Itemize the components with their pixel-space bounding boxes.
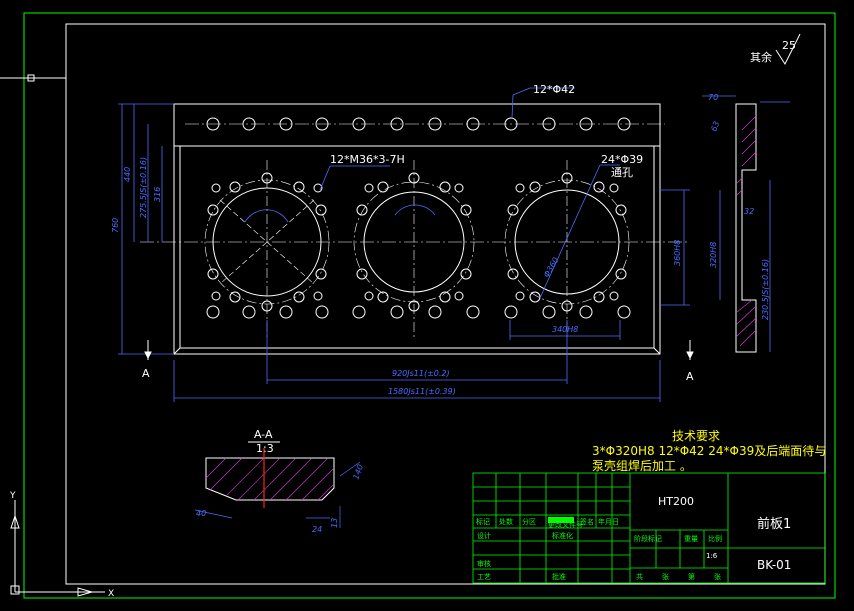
plate-outline [173, 103, 661, 355]
holes-top-callout: 12*Φ42 [533, 83, 575, 96]
tb-bottom-2: 第 [688, 572, 695, 581]
front-plate-view [140, 103, 690, 355]
holes-side-callout: 24*Φ39 [601, 153, 643, 166]
bore-left [204, 160, 330, 340]
section-dim-40: 40 [196, 509, 206, 518]
tb-left-1: 审核 [477, 559, 491, 568]
plate-inner-rim [179, 145, 655, 349]
dim-360: 360H8 [673, 240, 682, 266]
section-dim-13: 13 [330, 518, 339, 528]
svg-text:X: X [108, 589, 114, 599]
tb-mid-1: 批准 [552, 572, 566, 581]
title-block-marker [548, 517, 574, 523]
surface-finish-symbol: 其余 25 [750, 33, 801, 66]
section-title: A-A [254, 428, 273, 441]
dim-275: 275.5JS(±0.16) [139, 157, 148, 218]
main-dimensions [118, 87, 690, 402]
title-block [472, 472, 826, 584]
dim-760: 760 [111, 218, 120, 233]
section-mark-left: A [142, 367, 150, 380]
tb-drawing-no: BK-01 [757, 558, 791, 572]
dim-440: 440 [123, 167, 132, 182]
tb-bottom-1: 张 [662, 572, 669, 581]
ucs-icon: Y X [9, 491, 114, 599]
section-markers [144, 340, 694, 360]
tb-bottom-3: 张 [714, 572, 721, 581]
threads-callout: 12*M36*3-7H [330, 153, 405, 166]
tb-mid-0: 标准化 [552, 531, 573, 540]
tech-title: 技术要求 [672, 429, 720, 443]
tb-scale: 1:6 [706, 552, 718, 560]
inner-frame [65, 23, 826, 585]
bore-right [504, 160, 630, 340]
surface-finish-label: 其余 [750, 50, 772, 64]
dim-316: 316 [153, 187, 162, 202]
bore-center [353, 160, 475, 340]
callout-labels: 12*Φ42 12*M36*3-7H 24*Φ39 通孔 [330, 83, 643, 179]
dim-side-32: 32 [744, 207, 754, 216]
tb-row-label-0: 标记 [476, 517, 490, 526]
tb-bottom-0: 共 [636, 572, 643, 581]
tb-part-name: 前板1 [757, 516, 791, 532]
section-mark-right: A [686, 370, 694, 383]
top-hole-row [206, 117, 631, 131]
tb-row-label-1: 处数 [499, 517, 513, 526]
tb-stage-0: 阶段标记 [634, 534, 662, 543]
tb-row-label-3: 更改文件号 [548, 520, 583, 529]
tb-row-label-2: 分区 [522, 517, 536, 526]
dim-side-320: 320H8 [709, 242, 718, 268]
technical-requirements: 技术要求 3*Φ320H8 12*Φ42 24*Φ39及后端面待与 泵壳组焊后加… [592, 429, 826, 473]
dim-1580: 1580Js11(±0.39) [388, 387, 456, 396]
tb-material: HT200 [658, 495, 694, 508]
title-block-text: 标记 处数 分区 更改文件号 签名 年月日 设计 审核 工艺 标准化 批准 阶段… [476, 495, 791, 581]
dim-side-230: 230.5JS(±0.16) [761, 259, 770, 320]
tech-line-2: 泵壳组焊后加工 。 [592, 458, 692, 473]
tb-row-label-4: 签名 [580, 517, 594, 526]
tech-line-1: 3*Φ320H8 12*Φ42 24*Φ39及后端面待与 [592, 444, 826, 458]
bottom-hole-row [206, 305, 631, 319]
side-view: 320H8 230.5JS(±0.16) 70 63 32 [702, 93, 790, 353]
tb-row-label-5: 年月日 [598, 517, 619, 526]
dim-side-70: 70 [708, 93, 718, 102]
dim-340: 340H8 [552, 325, 578, 334]
tb-stage-1: 重量 [684, 535, 698, 543]
tb-left-2: 工艺 [477, 573, 491, 581]
section-scale: 1:3 [256, 442, 274, 455]
crosshair-cursor [0, 74, 66, 82]
svg-text:Y: Y [9, 491, 16, 501]
side-view-hatch [736, 115, 757, 347]
dim-920: 920Js11(±0.2) [392, 369, 450, 378]
outer-frame [23, 12, 836, 599]
tb-stage-2: 比例 [708, 534, 722, 543]
dim-side-63: 63 [709, 120, 721, 133]
surface-finish-value: 25 [782, 39, 796, 52]
tb-left-0: 设计 [477, 531, 491, 540]
through-hole-callout: 通孔 [611, 166, 633, 179]
section-dim-24: 24 [312, 525, 322, 534]
